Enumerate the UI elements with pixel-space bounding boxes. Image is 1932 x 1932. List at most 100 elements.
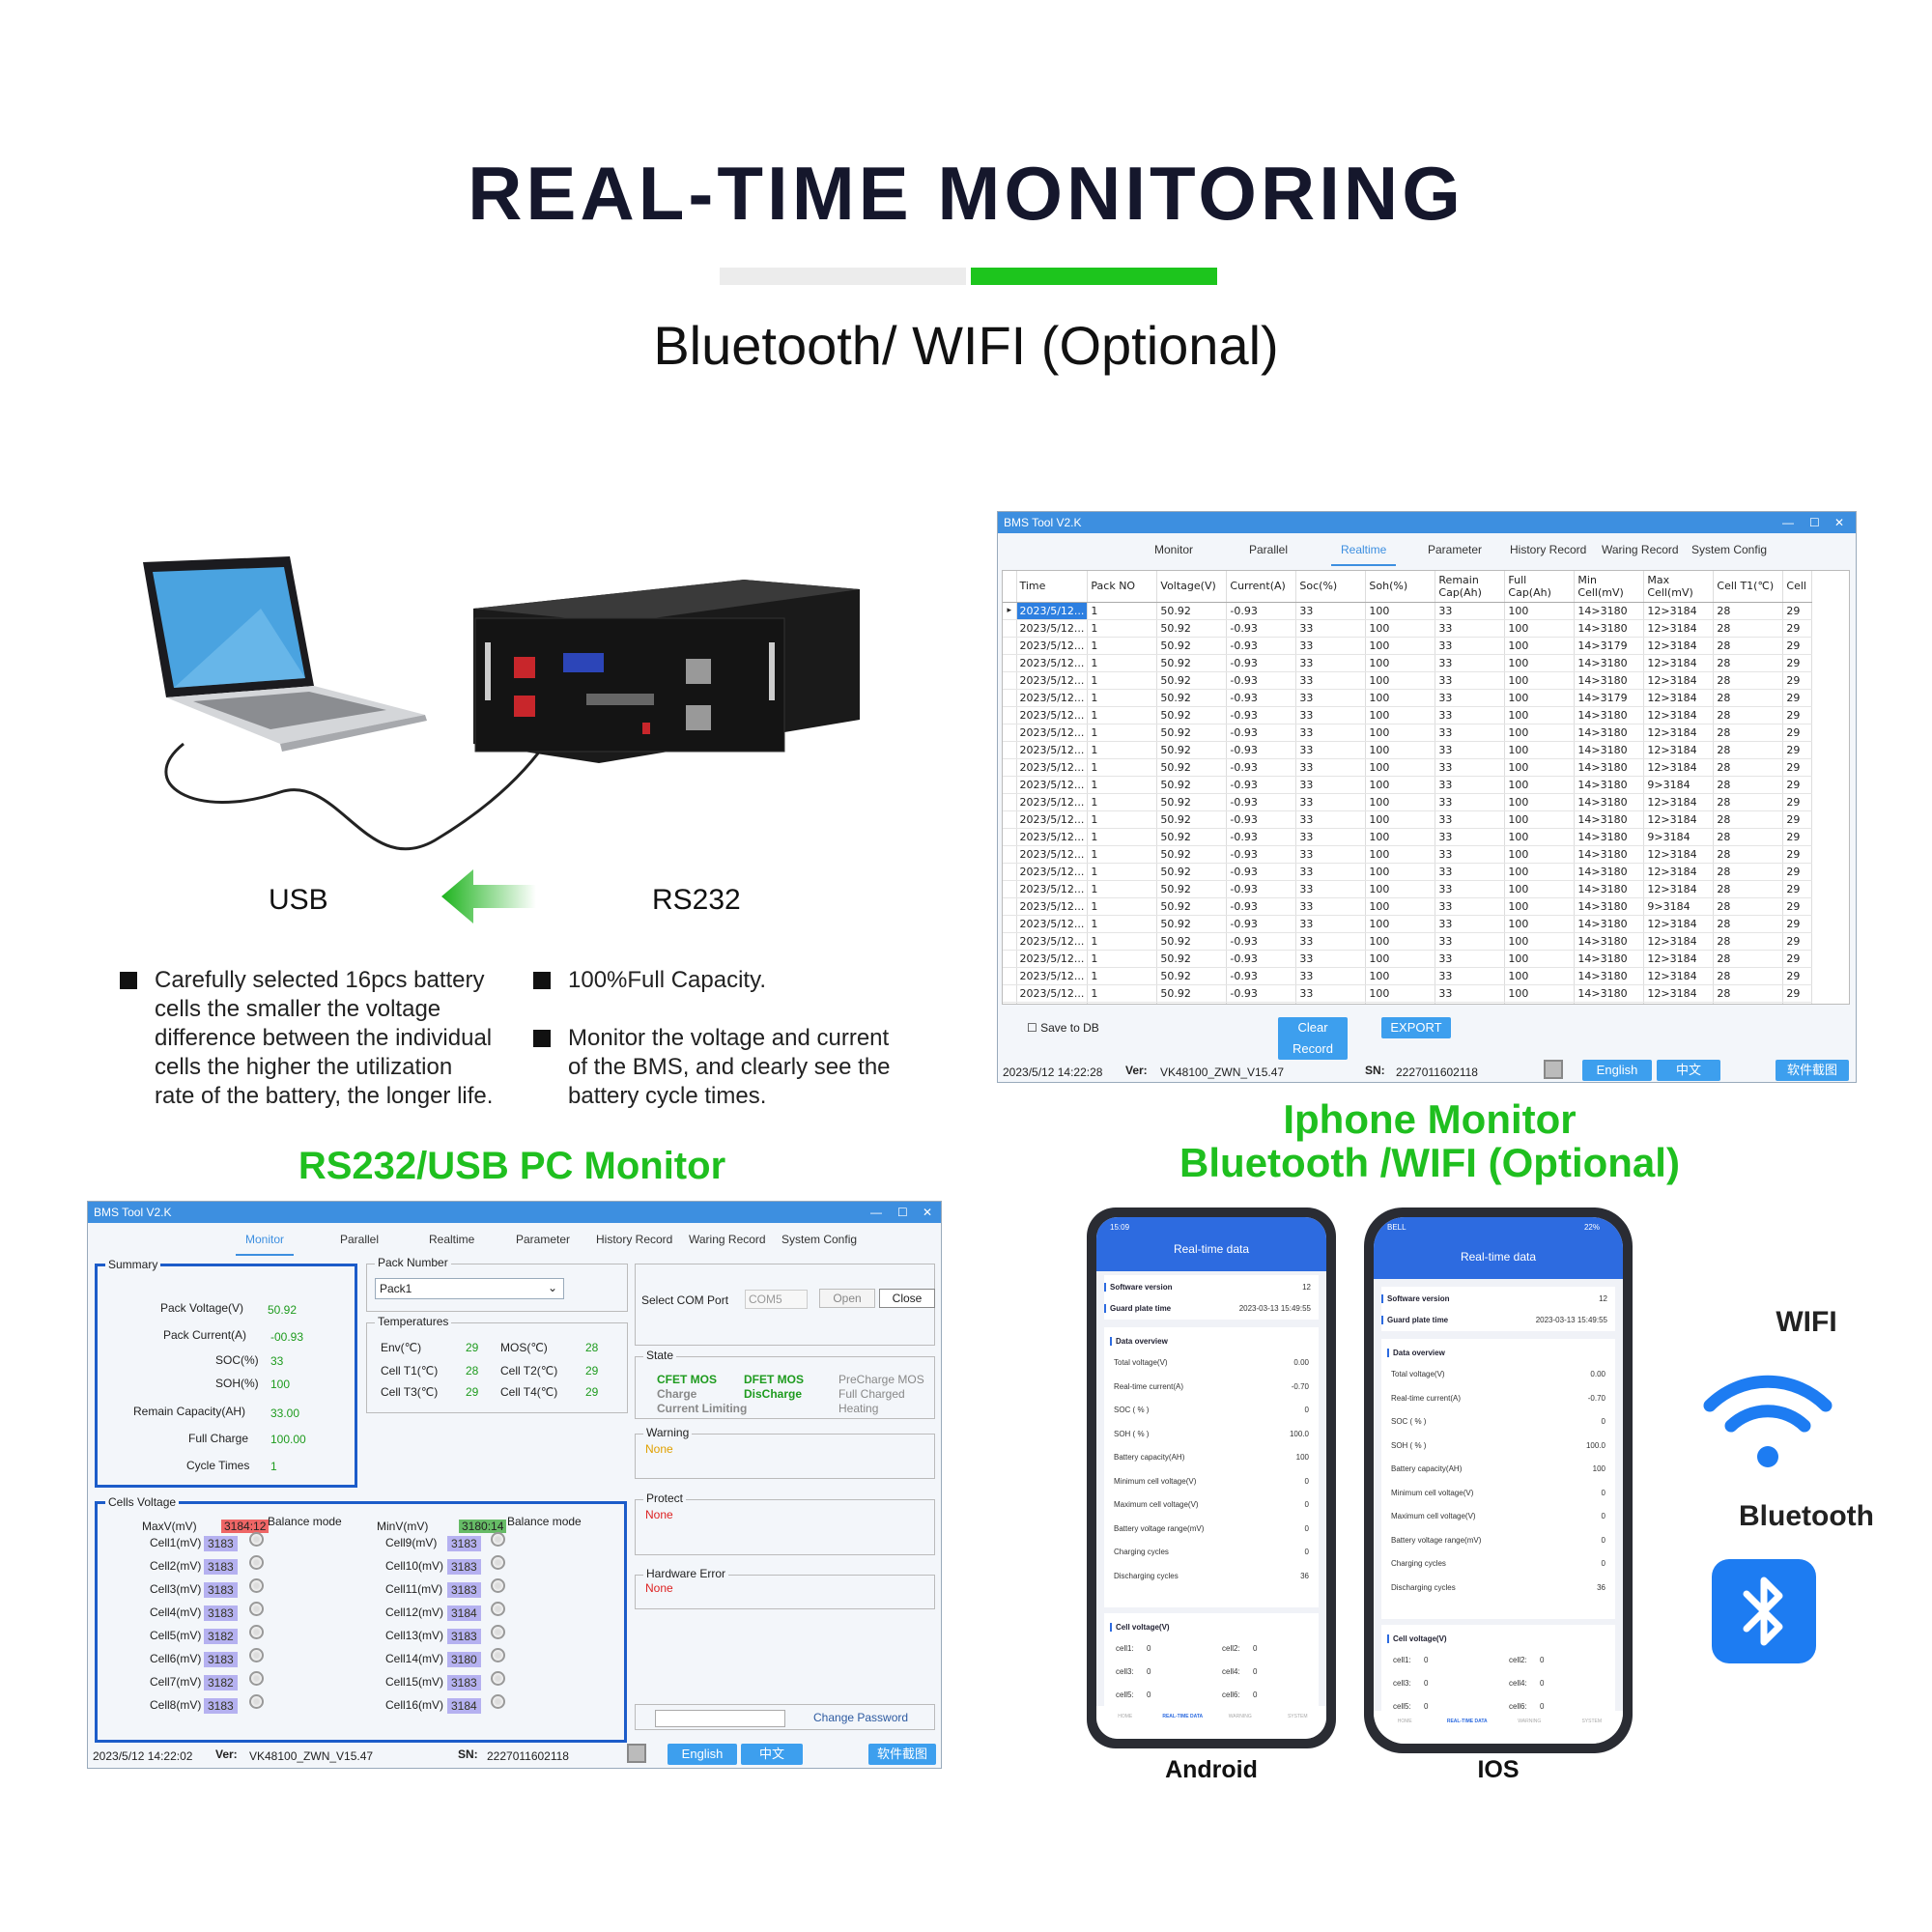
tab-waring-record[interactable]: Waring Record <box>689 1233 766 1246</box>
column-header[interactable]: Cell <box>1782 571 1813 603</box>
software-version-value: 12 <box>1302 1283 1311 1292</box>
tab-realtime[interactable]: Realtime <box>429 1233 475 1246</box>
table-row[interactable]: 2023/5/12...150.92-0.93331003310014>3180… <box>1003 1002 1813 1004</box>
com-port-select[interactable]: COM5 <box>745 1290 808 1309</box>
cell-voltage-value: 3183 <box>204 1652 238 1667</box>
tab-parameter[interactable]: Parameter <box>516 1233 571 1246</box>
nav-item[interactable]: HOME <box>1397 1719 1412 1724</box>
column-header[interactable]: Cell T1(℃) <box>1713 571 1784 603</box>
tab-history-record[interactable]: History Record <box>1510 543 1587 556</box>
chinese-button[interactable]: 中文 <box>1657 1060 1720 1081</box>
english-button[interactable]: English <box>668 1744 737 1765</box>
status-time: 2023/5/12 14:22:02 <box>93 1749 193 1763</box>
table-cell: 14>3180 <box>1574 671 1645 690</box>
minimize-button[interactable]: — <box>1782 516 1794 529</box>
nav-item[interactable]: REAL-TIME DATA <box>1162 1714 1204 1719</box>
table-cell: 12>3184 <box>1643 706 1715 724</box>
tab-realtime[interactable]: Realtime <box>1330 543 1397 566</box>
column-header[interactable]: Soc(%) <box>1295 571 1367 603</box>
close-window-button[interactable]: ✕ <box>923 1206 933 1219</box>
row-marker <box>1003 793 1017 811</box>
pack-number-select[interactable]: Pack1 ⌄ <box>375 1278 564 1299</box>
nav-item[interactable]: REAL-TIME DATA <box>1446 1719 1488 1724</box>
tab-monitor[interactable]: Monitor <box>1154 543 1194 556</box>
column-header[interactable]: Full Cap(Ah) <box>1504 571 1576 603</box>
tab-parallel[interactable]: Parallel <box>1249 543 1289 556</box>
column-header[interactable]: Pack NO <box>1087 571 1158 603</box>
clear-record-button[interactable]: Clear Record <box>1278 1017 1348 1060</box>
table-cell: 33 <box>1295 915 1367 933</box>
battery-rack-image <box>473 580 860 763</box>
tab-system-config[interactable]: System Config <box>1691 543 1768 556</box>
english-button[interactable]: English <box>1582 1060 1652 1081</box>
minimize-button[interactable]: — <box>870 1206 882 1219</box>
chinese-button[interactable]: 中文 <box>741 1744 803 1765</box>
password-input[interactable] <box>655 1710 785 1727</box>
screenshot-button[interactable]: 软件截图 <box>868 1744 936 1765</box>
column-header[interactable]: Remain Cap(Ah) <box>1435 571 1506 603</box>
close-button[interactable]: Close <box>879 1289 935 1308</box>
nav-item[interactable]: WARNING <box>1518 1719 1542 1724</box>
cell-t1-label: Cell T1(℃) <box>381 1364 439 1378</box>
screenshot-button[interactable]: 软件截图 <box>1776 1060 1849 1081</box>
column-header[interactable]: Max Cell(mV) <box>1643 571 1715 603</box>
table-cell: 28 <box>1713 706 1784 724</box>
maximize-button[interactable]: ☐ <box>897 1206 908 1219</box>
tab-monitor[interactable]: Monitor <box>235 1233 295 1256</box>
nav-item[interactable]: SYSTEM <box>1581 1719 1603 1724</box>
column-header[interactable]: Current(A) <box>1226 571 1297 603</box>
tab-parallel[interactable]: Parallel <box>340 1233 380 1246</box>
tab-history-record[interactable]: History Record <box>596 1233 673 1246</box>
ver-label: Ver: <box>215 1747 238 1761</box>
export-button[interactable]: EXPORT <box>1381 1017 1451 1038</box>
save-to-db-checkbox[interactable]: ☐ Save to DB <box>1027 1021 1099 1035</box>
column-header[interactable]: Min Cell(mV) <box>1574 571 1645 603</box>
row-marker <box>1003 828 1017 846</box>
row-marker <box>1003 932 1017 951</box>
table-cell: 50.92 <box>1156 602 1228 620</box>
cell-label: Cell12(mV) <box>385 1605 444 1619</box>
open-button[interactable]: Open <box>819 1289 875 1308</box>
column-header[interactable]: Soh(%) <box>1365 571 1436 603</box>
column-header[interactable]: Voltage(V) <box>1156 571 1228 603</box>
cell-voltage-value: 3184 <box>447 1605 481 1621</box>
tab-waring-record[interactable]: Waring Record <box>1602 543 1679 556</box>
change-password-button[interactable]: Change Password <box>813 1711 909 1724</box>
bullet-square-icon <box>120 972 137 989</box>
tab-parameter[interactable]: Parameter <box>1428 543 1483 556</box>
maximize-button[interactable]: ☐ <box>1809 516 1820 529</box>
column-header[interactable]: Time <box>1016 571 1089 603</box>
nav-item[interactable]: WARNING <box>1228 1714 1252 1719</box>
table-cell: 12>3184 <box>1643 793 1715 811</box>
tab-system-config[interactable]: System Config <box>781 1233 858 1246</box>
nav-item[interactable]: HOME <box>1118 1714 1133 1719</box>
nav-item[interactable]: SYSTEM <box>1287 1714 1308 1719</box>
close-window-button[interactable]: ✕ <box>1834 516 1845 529</box>
cell-value: 0 <box>1147 1690 1151 1699</box>
overview-value: 36 <box>1597 1582 1605 1592</box>
